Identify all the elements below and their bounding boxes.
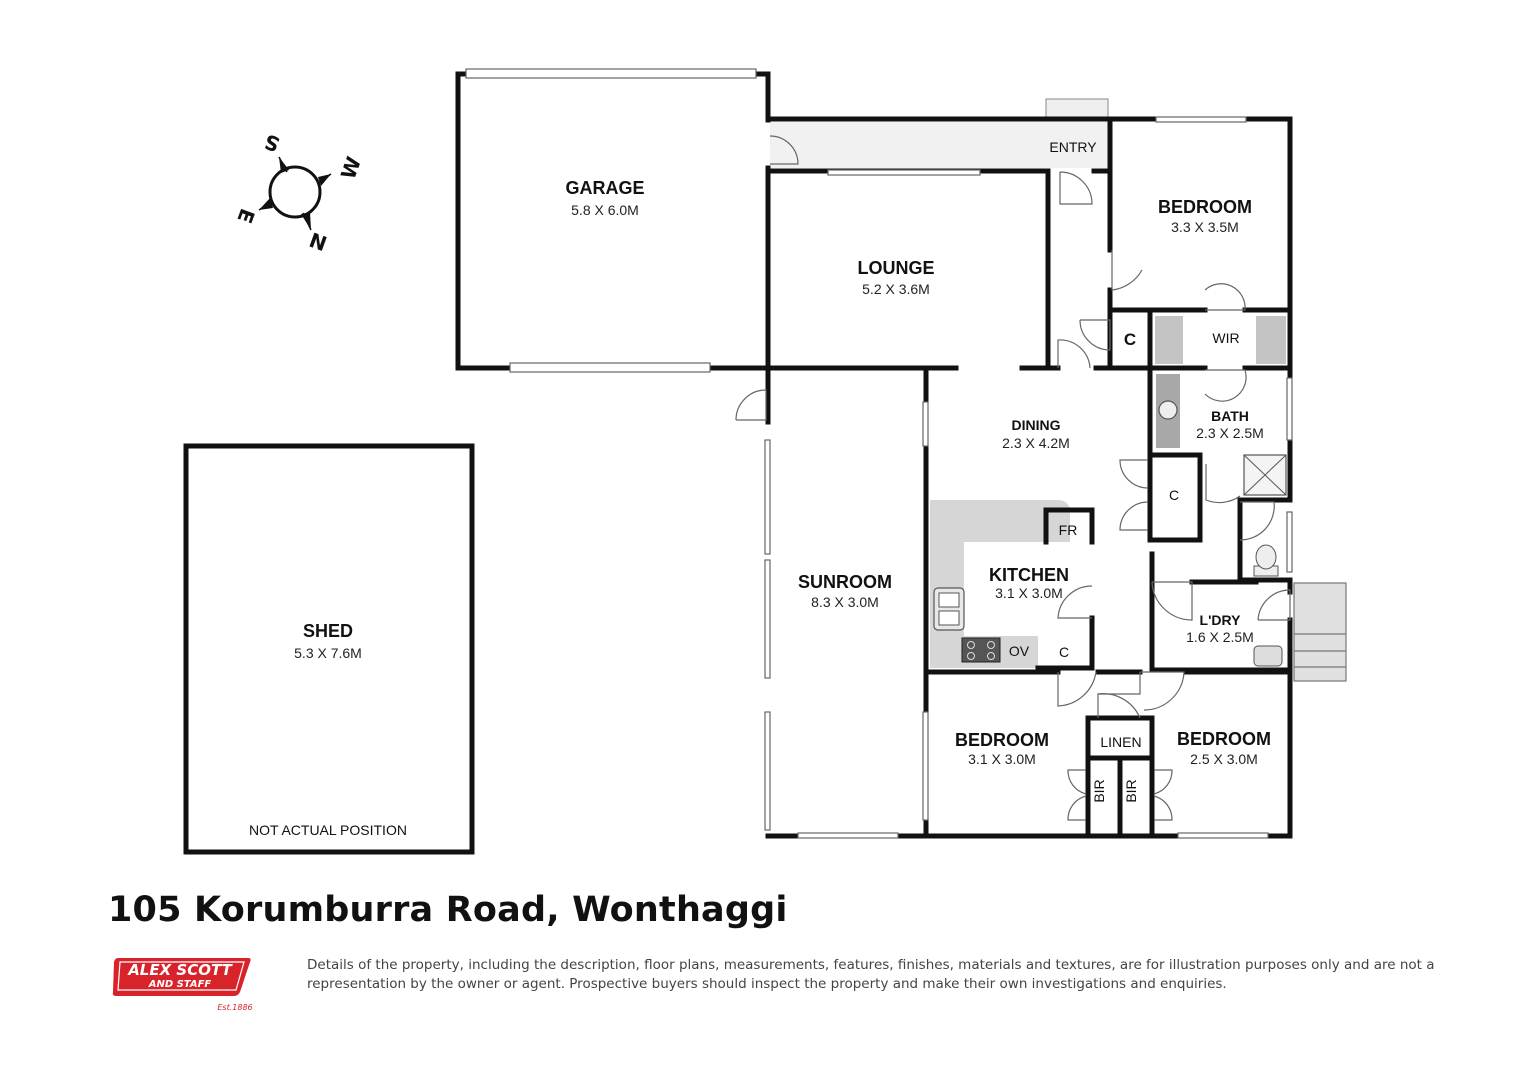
entry-label: ENTRY — [1049, 139, 1097, 155]
laundry-dim: 1.6 X 2.5M — [1186, 629, 1254, 645]
logo-est: Est.1886 — [217, 1003, 252, 1012]
agency-logo: ALEX SCOTT AND STAFF Est.1886 — [112, 958, 253, 1012]
compass-w: W — [336, 154, 366, 183]
room-labels: GARAGE 5.8 X 6.0M LOUNGE 5.2 X 3.6M ENTR… — [565, 139, 1271, 803]
bedroom1-name: BEDROOM — [1158, 197, 1252, 217]
property-address: 105 Korumburra Road, Wonthaggi — [108, 890, 788, 930]
bath-name: BATH — [1211, 408, 1249, 424]
floor-plan: S W N E SHED 5.3 X 7.6M NOT ACTUAL POSIT… — [183, 68, 1347, 855]
bath-dim: 2.3 X 2.5M — [1196, 425, 1264, 441]
water-heater-icon — [1158, 400, 1178, 420]
wir-label: WIR — [1212, 330, 1239, 346]
cooktop-icon — [961, 637, 1001, 663]
cupboard-label-3: C — [1059, 644, 1069, 660]
doors — [735, 135, 1291, 821]
cupboard-label-1: C — [1124, 330, 1136, 349]
lounge-name: LOUNGE — [857, 258, 934, 278]
bedroom2-dim: 3.1 X 3.0M — [968, 751, 1036, 767]
compass-icon: S W N E — [232, 129, 366, 256]
garage-dim: 5.8 X 6.0M — [571, 202, 639, 218]
bedroom1-dim: 3.3 X 3.5M — [1171, 219, 1239, 235]
tub-icon — [1253, 645, 1283, 667]
bedroom3-name: BEDROOM — [1177, 729, 1271, 749]
logo-line2: AND STAFF — [148, 979, 212, 990]
bir-label-1: BIR — [1091, 779, 1107, 802]
shed-dim: 5.3 X 7.6M — [294, 645, 362, 661]
fills — [770, 98, 1347, 682]
garage-name: GARAGE — [565, 178, 644, 198]
sunroom-name: SUNROOM — [798, 572, 892, 592]
shed: SHED 5.3 X 7.6M NOT ACTUAL POSITION — [183, 443, 475, 855]
compass-n: N — [306, 228, 330, 256]
oven-label: OV — [1009, 643, 1030, 659]
bedroom3-dim: 2.5 X 3.0M — [1190, 751, 1258, 767]
shed-name: SHED — [303, 621, 353, 641]
dining-name: DINING — [1012, 417, 1061, 433]
kitchen-dim: 3.1 X 3.0M — [995, 585, 1063, 601]
toilet-icon — [1253, 544, 1279, 577]
fridge-label: FR — [1059, 522, 1078, 538]
laundry-name: L'DRY — [1200, 612, 1242, 628]
shed-note: NOT ACTUAL POSITION — [249, 822, 407, 838]
lounge-dim: 5.2 X 3.6M — [862, 281, 930, 297]
fixtures — [933, 400, 1287, 667]
windows — [465, 68, 1293, 839]
disclaimer-text: Details of the property, including the d… — [307, 957, 1435, 992]
linen-label: LINEN — [1100, 734, 1141, 750]
kitchen-name: KITCHEN — [989, 565, 1069, 585]
cupboard-label-2: C — [1169, 487, 1179, 503]
bedroom2-name: BEDROOM — [955, 730, 1049, 750]
dining-dim: 2.3 X 4.2M — [1002, 435, 1070, 451]
logo-line1: ALEX SCOTT — [127, 961, 233, 979]
bir-label-2: BIR — [1123, 779, 1139, 802]
sunroom-dim: 8.3 X 3.0M — [811, 594, 879, 610]
compass-s: S — [261, 129, 283, 156]
compass-e: E — [232, 205, 259, 226]
